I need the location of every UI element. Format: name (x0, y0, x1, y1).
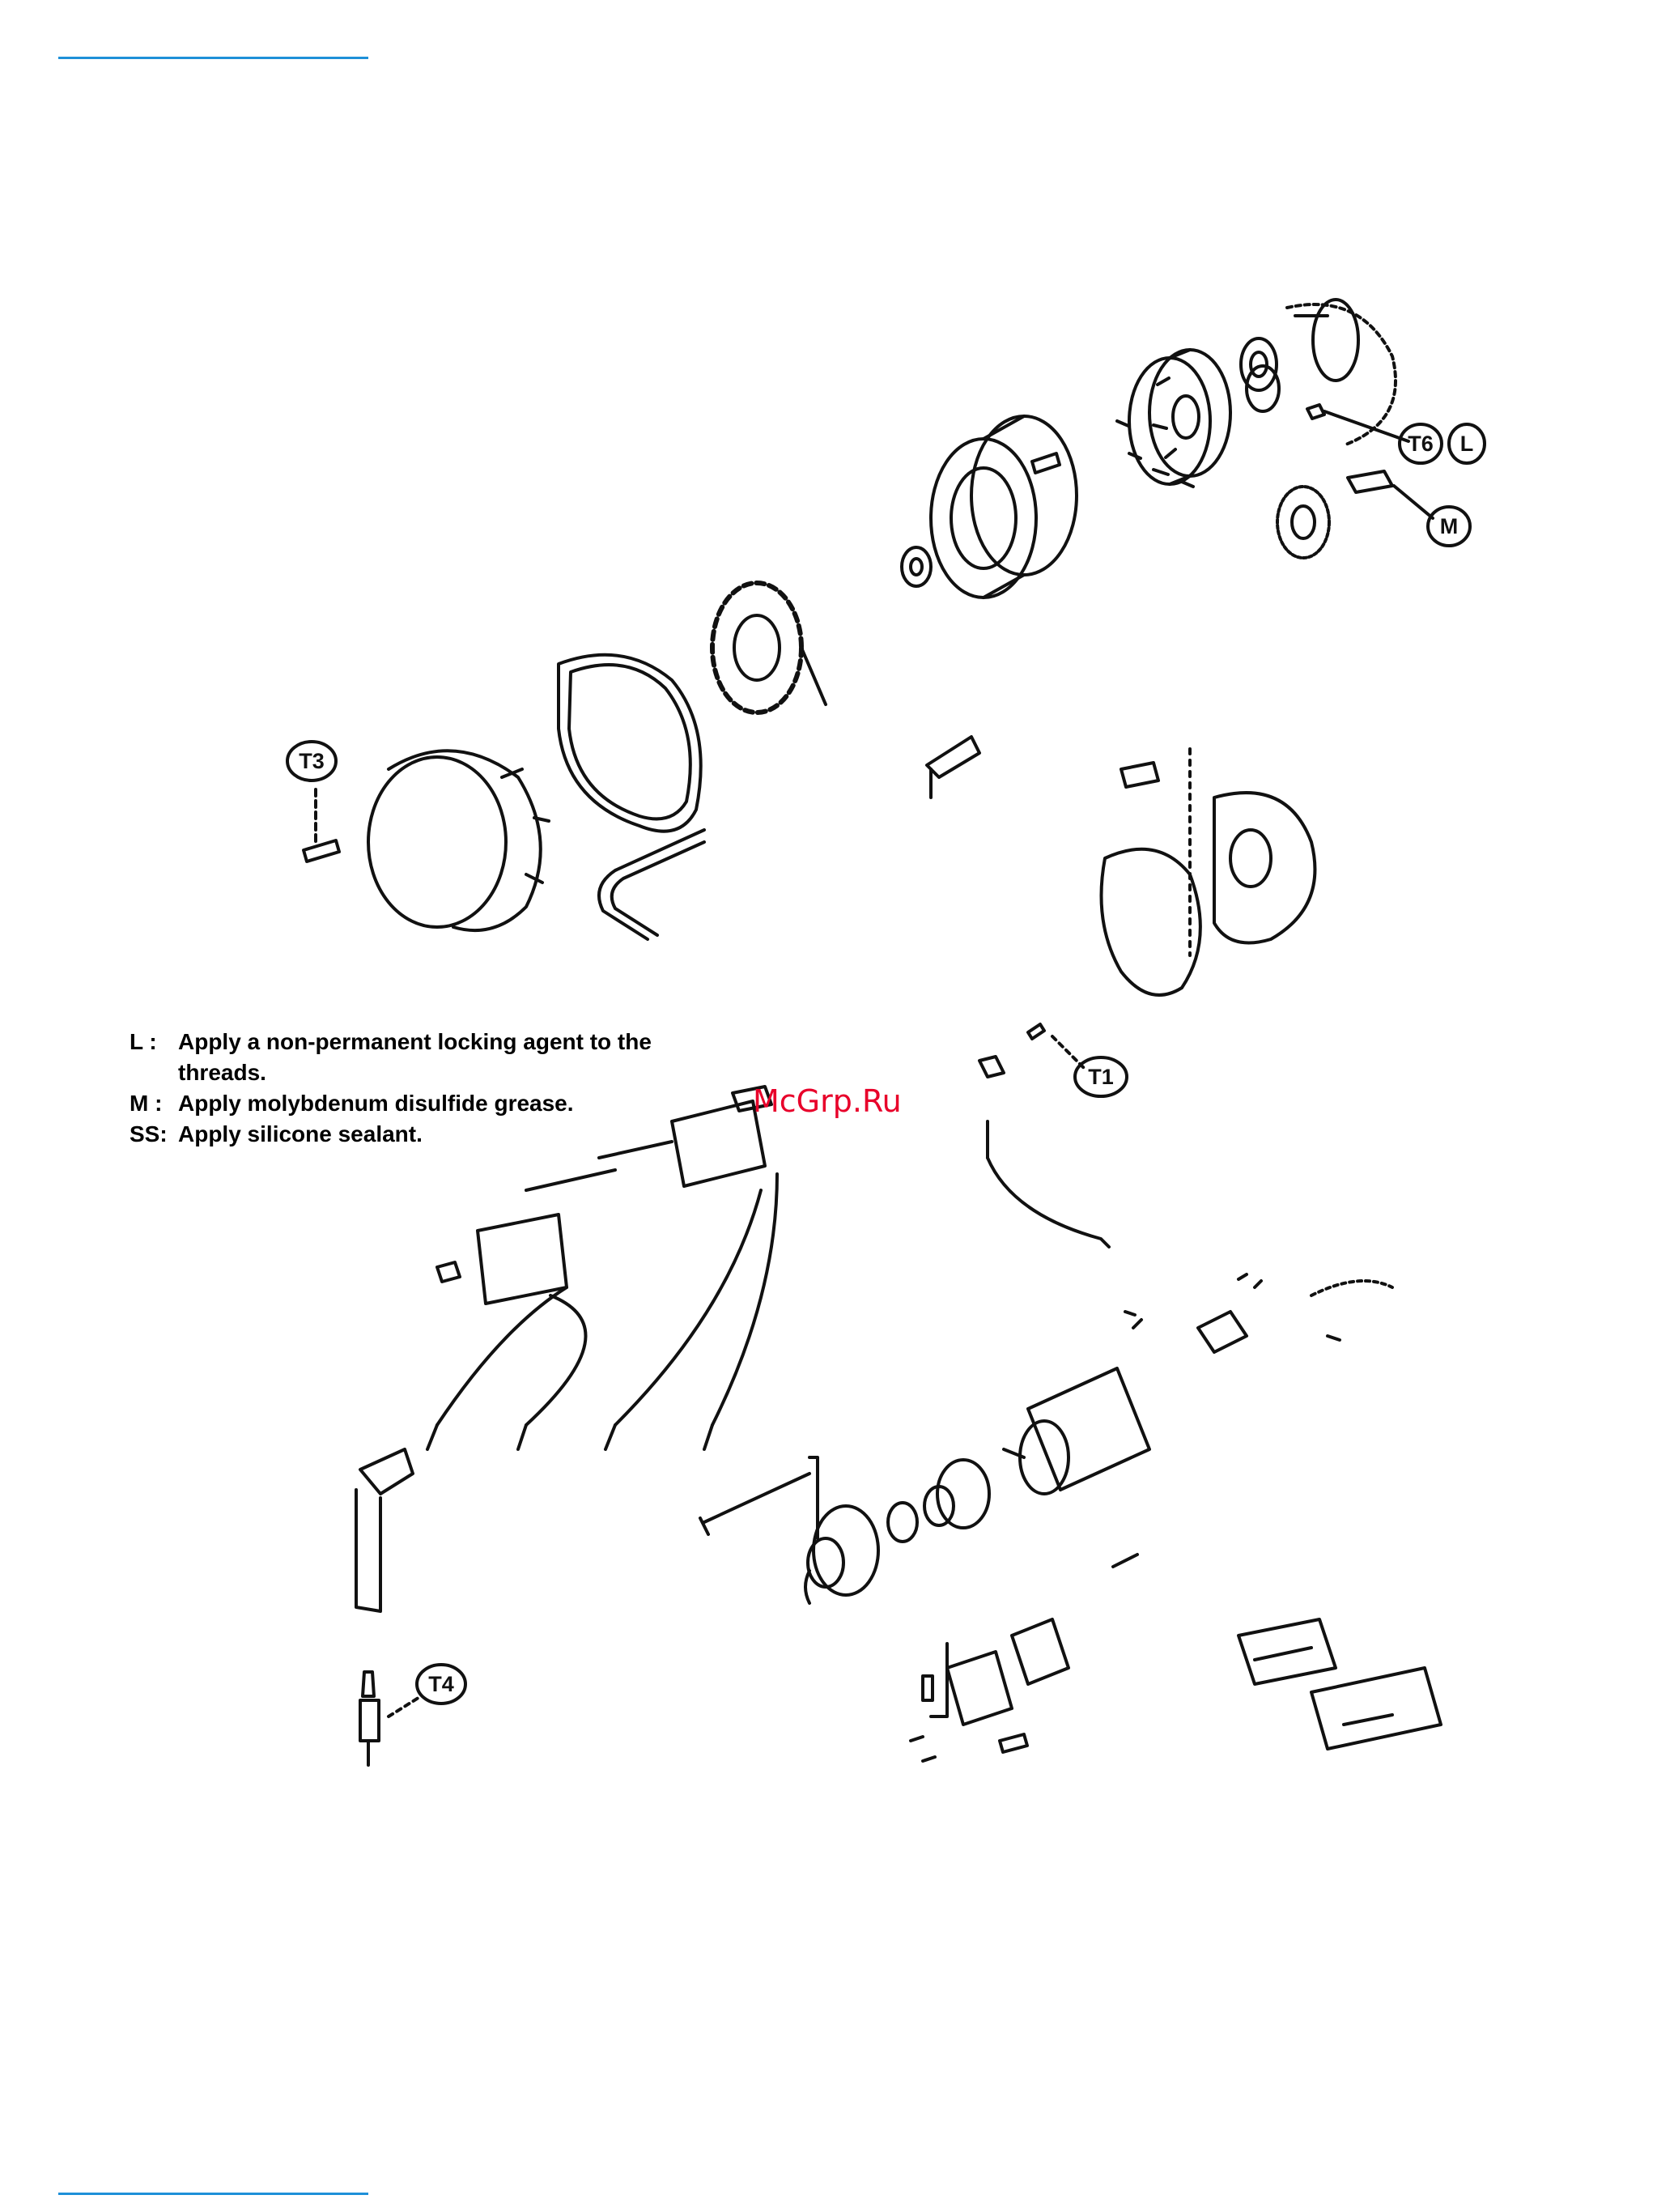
pickup-coil-cover (1190, 749, 1315, 955)
wire-harness-bend (599, 830, 704, 939)
idle-gear (1277, 487, 1329, 558)
grommet (1121, 763, 1158, 787)
regulator-rectifier (1239, 1619, 1336, 1684)
legend-key-l: L : (130, 1027, 178, 1057)
alternator-stator (712, 583, 826, 713)
legend-text-l-continued: threads. (130, 1057, 858, 1088)
alternator-cover (368, 751, 549, 930)
starter-small-part (1113, 1555, 1137, 1567)
starter-o-ring (888, 1460, 989, 1542)
starter-through-bolt (700, 1457, 818, 1538)
legend-key-ss: SS: (130, 1119, 178, 1150)
starter-relay (911, 1619, 1069, 1761)
pickup-cover-gasket (1102, 849, 1200, 995)
alternator-cover-gasket (559, 655, 701, 832)
starter-motor (1004, 1368, 1149, 1494)
high-tension-leads (427, 1174, 777, 1449)
spark-plug-cap (356, 1449, 413, 1611)
brush-holder (1125, 1274, 1392, 1352)
callout-t1: T1 (1088, 1065, 1114, 1089)
bracket (927, 737, 979, 798)
starter-clutch (1129, 350, 1230, 484)
cover-bolt (304, 789, 339, 861)
callout-m: M (1440, 514, 1459, 538)
legend-key-m: M : (130, 1088, 178, 1119)
ic-igniter (1311, 1668, 1441, 1749)
woodruff-washer (902, 547, 931, 586)
starter-clutch-gear (1247, 300, 1396, 445)
ignition-coil-left (437, 1170, 615, 1304)
legend-row-m: M : Apply molybdenum disulfide grease. (130, 1088, 858, 1119)
legend-row-l: L : Apply a non-permanent locking agent … (130, 1027, 858, 1057)
legend-text-l: Apply a non-permanent locking agent to t… (178, 1027, 652, 1057)
alternator-rotor (931, 416, 1077, 598)
spark-plug (360, 1672, 421, 1765)
legend-row-ss: SS: Apply silicone sealant. (130, 1119, 858, 1150)
callout-t4: T4 (428, 1672, 454, 1696)
legend-text-m: Apply molybdenum disulfide grease. (178, 1088, 574, 1119)
legend: L : Apply a non-permanent locking agent … (130, 1027, 858, 1150)
callout-l: L (1460, 432, 1474, 456)
idle-gear-shaft (1348, 471, 1433, 518)
thrust-washer (1241, 338, 1277, 390)
callout-t6: T6 (1408, 432, 1434, 456)
legend-text-ss: Apply silicone sealant. (178, 1119, 423, 1150)
callout-t3: T3 (299, 749, 325, 773)
t6-bolt (1307, 405, 1408, 441)
